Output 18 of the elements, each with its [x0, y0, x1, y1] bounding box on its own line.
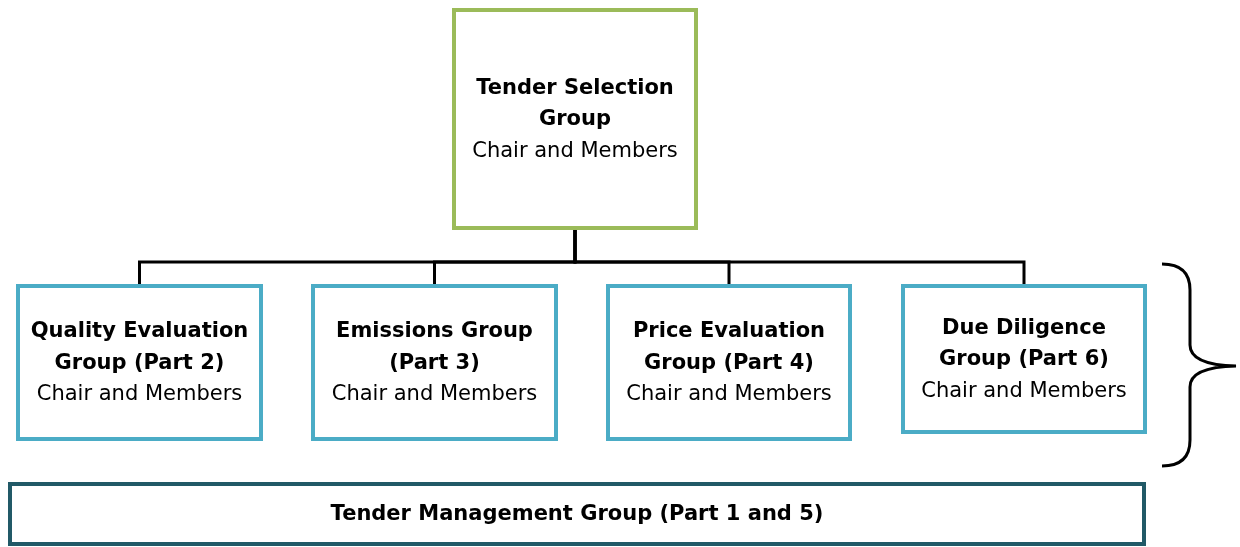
- group-title: Tender Management Group (Part 1 and 5): [330, 500, 824, 528]
- group-members: Chair and Members: [331, 380, 538, 408]
- group-box: [452, 8, 698, 230]
- group-members: Chair and Members: [921, 376, 1127, 404]
- group-title: Due Diligence Group (Part 6): [938, 313, 1110, 373]
- group-title: Tender Selection Group: [475, 73, 675, 133]
- group-box: [901, 284, 1147, 434]
- group-members: Chair and Members: [36, 380, 243, 408]
- group-box: [311, 284, 558, 441]
- group-title: Price Evaluation Group (Part 4): [631, 317, 827, 376]
- group-box: [606, 284, 852, 441]
- group-title: Quality Evaluation Group (Part 2): [29, 317, 250, 376]
- connector-line: [573, 230, 1026, 284]
- group-box: [16, 284, 263, 441]
- group-members: Chair and Members: [626, 380, 832, 408]
- group-title: Emissions Group (Part 3): [335, 317, 534, 376]
- group-box: [8, 482, 1146, 546]
- group-members: Chair and Members: [472, 136, 678, 164]
